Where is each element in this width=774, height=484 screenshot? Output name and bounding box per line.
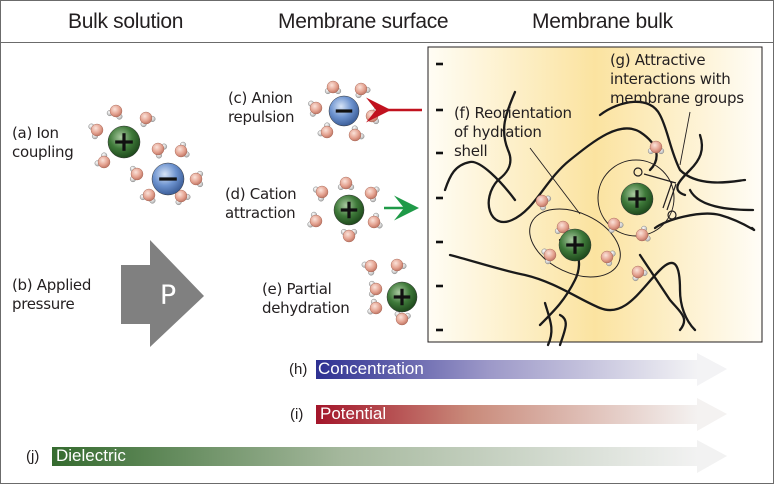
anion-icon bbox=[151, 162, 185, 196]
polymer-chains bbox=[443, 90, 756, 347]
water-molecule-icon bbox=[189, 170, 204, 188]
label-line: attraction bbox=[225, 204, 296, 222]
gradient-prefix-h: (h) bbox=[289, 361, 308, 378]
water-molecule-icon bbox=[600, 250, 616, 267]
water-molecule-icon bbox=[367, 298, 383, 315]
leader-line-g bbox=[679, 111, 691, 166]
ions-layer bbox=[88, 80, 665, 326]
cation-icon bbox=[620, 182, 654, 216]
label-line: membrane groups bbox=[610, 89, 744, 107]
water-molecule-icon bbox=[535, 194, 552, 211]
cation-icon bbox=[558, 228, 592, 262]
label-cation-attraction: (d) Cation attraction bbox=[225, 185, 297, 223]
label-line: shell bbox=[454, 142, 488, 160]
gradient-prefix-i: (i) bbox=[290, 406, 304, 423]
water-molecule-icon bbox=[129, 165, 144, 183]
water-molecule-icon bbox=[151, 142, 168, 159]
water-molecule-icon bbox=[368, 280, 383, 298]
fixed-charge-icon bbox=[436, 108, 443, 112]
fixed-charge-icon bbox=[436, 196, 443, 200]
water-molecule-icon bbox=[607, 217, 624, 234]
gradient-label-dielectric: Dielectric bbox=[56, 446, 126, 465]
water-molecule-icon bbox=[394, 311, 411, 326]
header-bulk-solution: Bulk solution bbox=[68, 10, 184, 33]
gradient-label-potential: Potential bbox=[320, 404, 387, 423]
hydration-shell-outline bbox=[529, 208, 621, 278]
cation-icon bbox=[386, 281, 418, 313]
header-divider bbox=[1, 42, 773, 43]
pressure-symbol: P bbox=[160, 280, 176, 311]
water-molecule-icon bbox=[139, 111, 156, 128]
cation-icon bbox=[107, 125, 141, 159]
water-molecule-icon bbox=[365, 107, 380, 125]
header-membrane-surface: Membrane surface bbox=[278, 10, 449, 33]
leader-line-f bbox=[529, 147, 581, 215]
cation-icon bbox=[333, 194, 365, 226]
water-molecule-icon bbox=[340, 228, 358, 243]
label-anion-repulsion: (c) Anion repulsion bbox=[228, 89, 295, 127]
label-reorientation-hydration-shell: (f) Reorientation of hydration shell bbox=[454, 104, 572, 161]
water-molecule-icon bbox=[106, 104, 123, 120]
label-line: (a) Ion bbox=[12, 124, 59, 142]
water-molecule-icon bbox=[348, 125, 365, 142]
label-line: pressure bbox=[12, 295, 75, 313]
water-molecule-icon bbox=[337, 176, 355, 191]
membrane-fixed-charges bbox=[436, 62, 443, 332]
pressure-arrow bbox=[121, 240, 204, 347]
water-molecule-icon bbox=[367, 212, 383, 229]
label-line: coupling bbox=[12, 143, 74, 161]
water-molecule-icon bbox=[364, 186, 380, 203]
water-molecule-icon bbox=[635, 225, 651, 242]
water-molecule-icon bbox=[94, 152, 111, 169]
label-attractive-interactions: (g) Attractive interactions with membran… bbox=[610, 51, 744, 108]
water-molecule-icon bbox=[317, 122, 334, 139]
gradient-label-concentration: Concentration bbox=[318, 359, 424, 378]
water-molecule-icon bbox=[174, 141, 190, 158]
fixed-charge-icon bbox=[436, 284, 443, 288]
label-line: (d) Cation bbox=[225, 185, 297, 203]
label-line: (g) Attractive bbox=[610, 51, 706, 69]
label-line: (b) Applied bbox=[12, 276, 92, 294]
label-line: of hydration bbox=[454, 123, 542, 141]
water-molecule-icon bbox=[647, 140, 665, 155]
water-molecule-icon bbox=[541, 248, 557, 265]
fixed-charge-icon bbox=[436, 62, 443, 66]
water-molecule-icon bbox=[307, 211, 323, 228]
fixed-charge-icon bbox=[436, 240, 443, 244]
gradient-prefix-j: (j) bbox=[26, 448, 40, 465]
water-molecule-icon bbox=[631, 265, 648, 282]
water-molecule-icon bbox=[88, 123, 104, 140]
fixed-charge-icon bbox=[436, 328, 443, 332]
water-molecule-icon bbox=[308, 100, 323, 117]
label-line: dehydration bbox=[262, 299, 350, 317]
gradient-arrow-dielectric bbox=[52, 440, 727, 473]
label-applied-pressure: (b) Applied pressure bbox=[12, 276, 91, 314]
water-molecule-icon bbox=[361, 259, 378, 276]
anion-icon bbox=[328, 95, 360, 127]
water-molecule-icon bbox=[139, 188, 156, 204]
water-molecule-icon bbox=[312, 185, 329, 202]
label-line: (f) Reorientation bbox=[454, 104, 572, 122]
water-molecule-icon bbox=[390, 258, 407, 275]
label-partial-dehydration: (e) Partial dehydration bbox=[262, 280, 350, 318]
membrane-region bbox=[427, 46, 763, 343]
carboxylate-group-icon bbox=[633, 167, 677, 220]
fixed-charge-icon bbox=[436, 151, 443, 155]
label-line: (c) Anion bbox=[228, 89, 293, 107]
water-molecule-icon bbox=[324, 80, 342, 95]
label-ion-coupling: (a) Ion coupling bbox=[12, 124, 74, 162]
header-membrane-bulk: Membrane bulk bbox=[532, 10, 673, 33]
water-molecule-icon bbox=[354, 82, 371, 99]
label-line: interactions with bbox=[610, 70, 731, 88]
gradient-arrow-concentration bbox=[316, 353, 727, 386]
gradient-arrow-potential bbox=[316, 398, 727, 431]
water-molecule-icon bbox=[174, 189, 191, 206]
label-line: repulsion bbox=[228, 108, 295, 126]
label-line: (e) Partial bbox=[262, 280, 332, 298]
